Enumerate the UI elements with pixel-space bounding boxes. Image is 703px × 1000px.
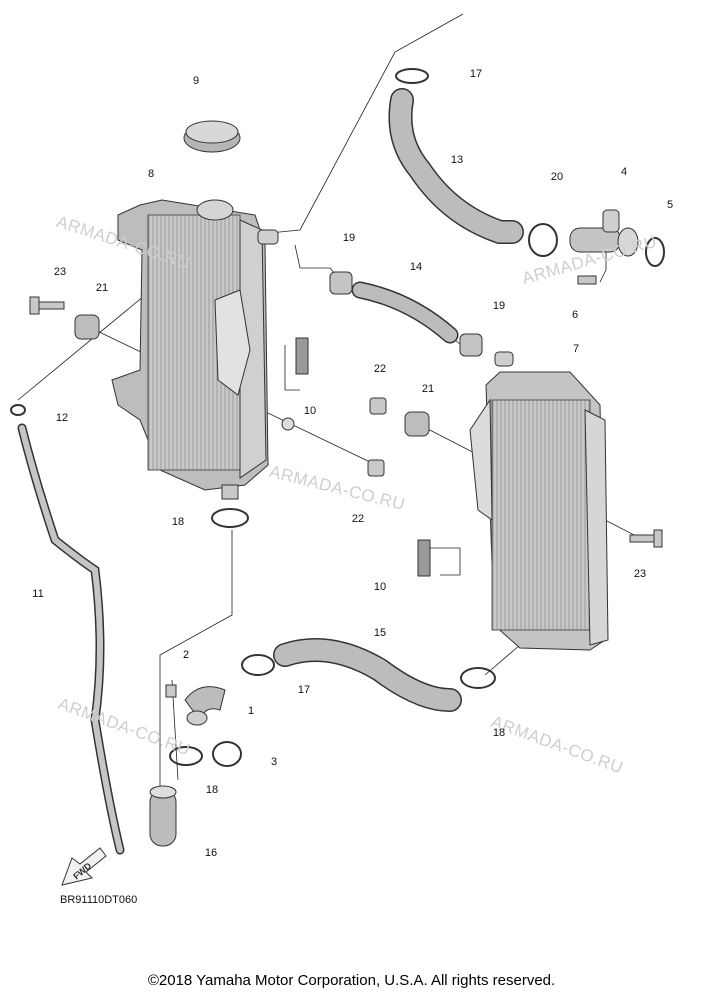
callout-19: 19	[492, 300, 506, 312]
rings-and-clamps	[10, 68, 665, 767]
callout-18: 18	[492, 727, 506, 739]
callout-15: 15	[373, 627, 387, 639]
fwd-arrow-icon	[61, 847, 107, 886]
callout-19: 19	[342, 232, 356, 244]
callout-21: 21	[421, 383, 435, 395]
callout-12: 12	[55, 412, 69, 424]
callout-18: 18	[205, 784, 219, 796]
callout-9: 9	[192, 75, 200, 87]
callout-17: 17	[297, 684, 311, 696]
radiator-right	[469, 351, 609, 651]
callout-6: 6	[571, 309, 579, 321]
collars	[329, 271, 483, 357]
callout-5: 5	[666, 199, 674, 211]
clamp-12	[10, 404, 26, 416]
grommets	[74, 314, 430, 437]
callout-17: 17	[469, 68, 483, 80]
callout-10: 10	[373, 581, 387, 593]
copyright-notice: ©2018 Yamaha Motor Corporation, U.S.A. A…	[147, 972, 556, 989]
callout-21: 21	[95, 282, 109, 294]
callout-1: 1	[247, 705, 255, 717]
callout-4: 4	[620, 166, 628, 178]
o-ring-3	[212, 741, 242, 767]
callout-22: 22	[351, 513, 365, 525]
pipe-fitting	[569, 209, 639, 257]
short-hose	[149, 785, 177, 847]
clamp-20	[528, 223, 558, 257]
bolts	[29, 275, 663, 698]
o-ring-5	[645, 237, 665, 267]
callout-16: 16	[204, 847, 218, 859]
callout-2: 2	[182, 649, 190, 661]
callout-7: 7	[572, 343, 580, 355]
callout-13: 13	[450, 154, 464, 166]
callout-20: 20	[550, 171, 564, 183]
clamp-18-right	[460, 667, 496, 689]
clamp-18-left	[211, 508, 249, 528]
callout-18: 18	[171, 516, 185, 528]
callout-11: 11	[32, 588, 44, 600]
elbow-joint	[184, 686, 226, 726]
radiator-cap	[183, 120, 241, 153]
radiator-left	[111, 199, 295, 500]
callout-23: 23	[53, 266, 67, 278]
callout-23: 23	[633, 568, 647, 580]
dampers	[295, 337, 431, 577]
callout-14: 14	[409, 261, 423, 273]
clamp-17-upper	[395, 68, 429, 84]
clamp-18-lower	[169, 746, 203, 766]
callout-3: 3	[270, 756, 278, 768]
diagram-code: BR91110DT060	[60, 894, 138, 906]
callout-22: 22	[373, 363, 387, 375]
callout-8: 8	[147, 168, 155, 180]
clamp-17-lower	[241, 654, 275, 676]
callout-10: 10	[303, 405, 317, 417]
